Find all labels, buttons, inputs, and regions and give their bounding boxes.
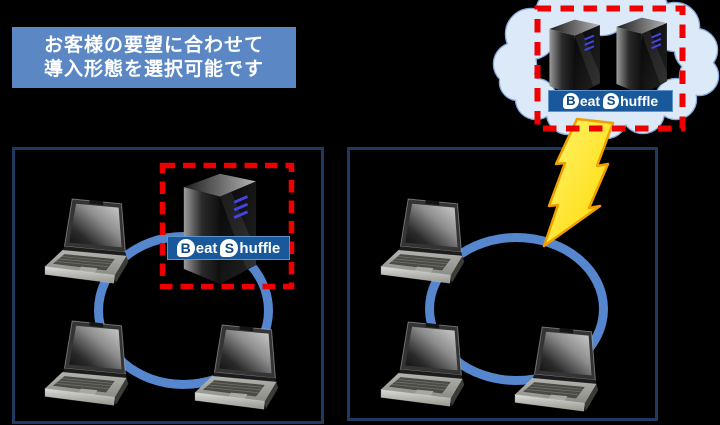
headline-banner: お客様の要望に合わせて 導入形態を選択可能です [12, 27, 296, 88]
cloud-panel-frame [347, 147, 658, 421]
logo-word-huffle: huffle [239, 239, 281, 257]
logo-letter-s: S [220, 239, 239, 257]
headline-line-1: お客様の要望に合わせて [43, 34, 264, 56]
logo-word-eat: eat [579, 93, 601, 109]
on-premise-panel-frame [12, 147, 324, 424]
logo-word-eat: eat [195, 239, 218, 257]
headline-line-2: 導入形態を選択可能です [43, 58, 264, 80]
logo-letter-s: S [603, 93, 620, 109]
logo-word-huffle: huffle [620, 93, 659, 109]
logo-letter-b: B [176, 239, 195, 257]
network-ring-right [425, 233, 608, 385]
cloud-shape [492, 0, 720, 140]
logo-letter-b: B [562, 93, 579, 109]
server-tower-icon [548, 18, 601, 98]
server-tower-icon [615, 16, 668, 96]
